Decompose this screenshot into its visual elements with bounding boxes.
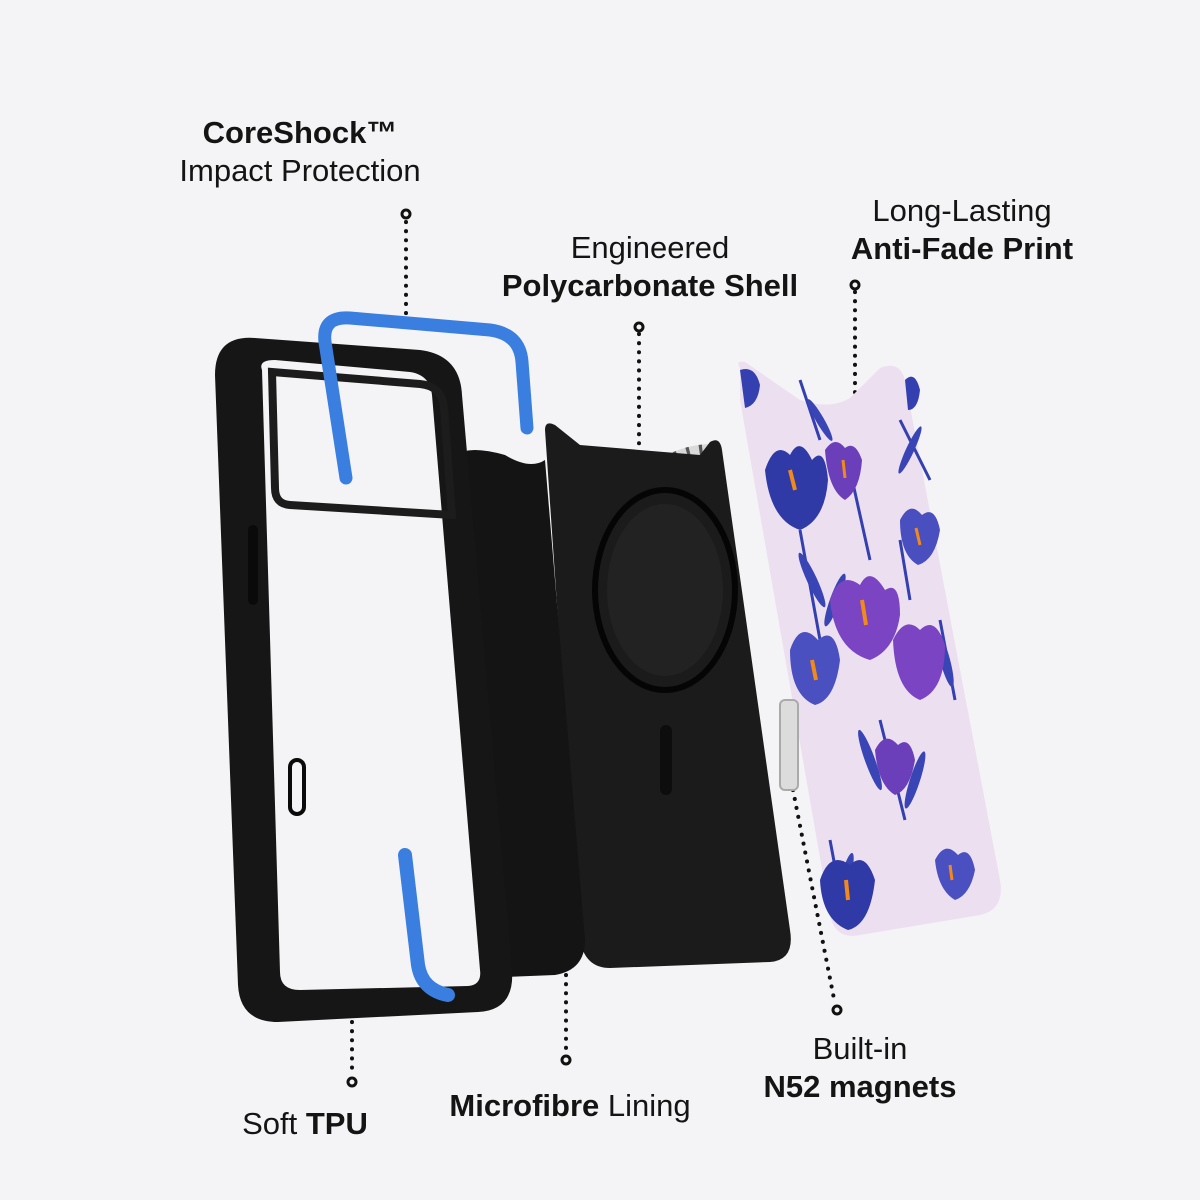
tpu-bumper-frame — [215, 337, 513, 1022]
callout-microfibre: Microfibre Lining — [415, 1087, 725, 1125]
callout-magnets: Built-in N52 magnets — [740, 1030, 980, 1106]
polycarbonate-shell — [545, 423, 791, 968]
callout-lines — [350, 220, 857, 1078]
tpu-prefix: Soft — [242, 1106, 306, 1141]
coreshock-title: CoreShock™ — [202, 115, 398, 150]
magnets-subtitle: Built-in — [812, 1031, 908, 1066]
polycarbonate-title: Polycarbonate Shell — [501, 268, 799, 303]
polycarbonate-subtitle: Engineered — [570, 230, 730, 265]
coreshock-subtitle: Impact Protection — [179, 153, 421, 188]
antifade-subtitle: Long-Lasting — [872, 193, 1052, 228]
tpu-title: TPU — [305, 1106, 368, 1141]
callout-polycarbonate: Engineered Polycarbonate Shell — [470, 229, 830, 305]
antifade-title: Anti-Fade Print — [850, 231, 1074, 266]
magnets-title: N52 magnets — [763, 1069, 957, 1104]
callout-tpu: Soft TPU — [200, 1105, 410, 1143]
coreshock-inserts — [318, 311, 534, 1002]
callout-antifade: Long-Lasting Anti-Fade Print — [820, 192, 1104, 268]
flower-pattern — [740, 369, 975, 930]
callout-anchors — [346, 208, 861, 1088]
microfibre-title: Microfibre — [449, 1088, 600, 1123]
microfibre-suffix: Lining — [599, 1088, 691, 1123]
anti-fade-print-panel — [738, 361, 1001, 936]
callout-coreshock: CoreShock™ Impact Protection — [140, 114, 460, 190]
